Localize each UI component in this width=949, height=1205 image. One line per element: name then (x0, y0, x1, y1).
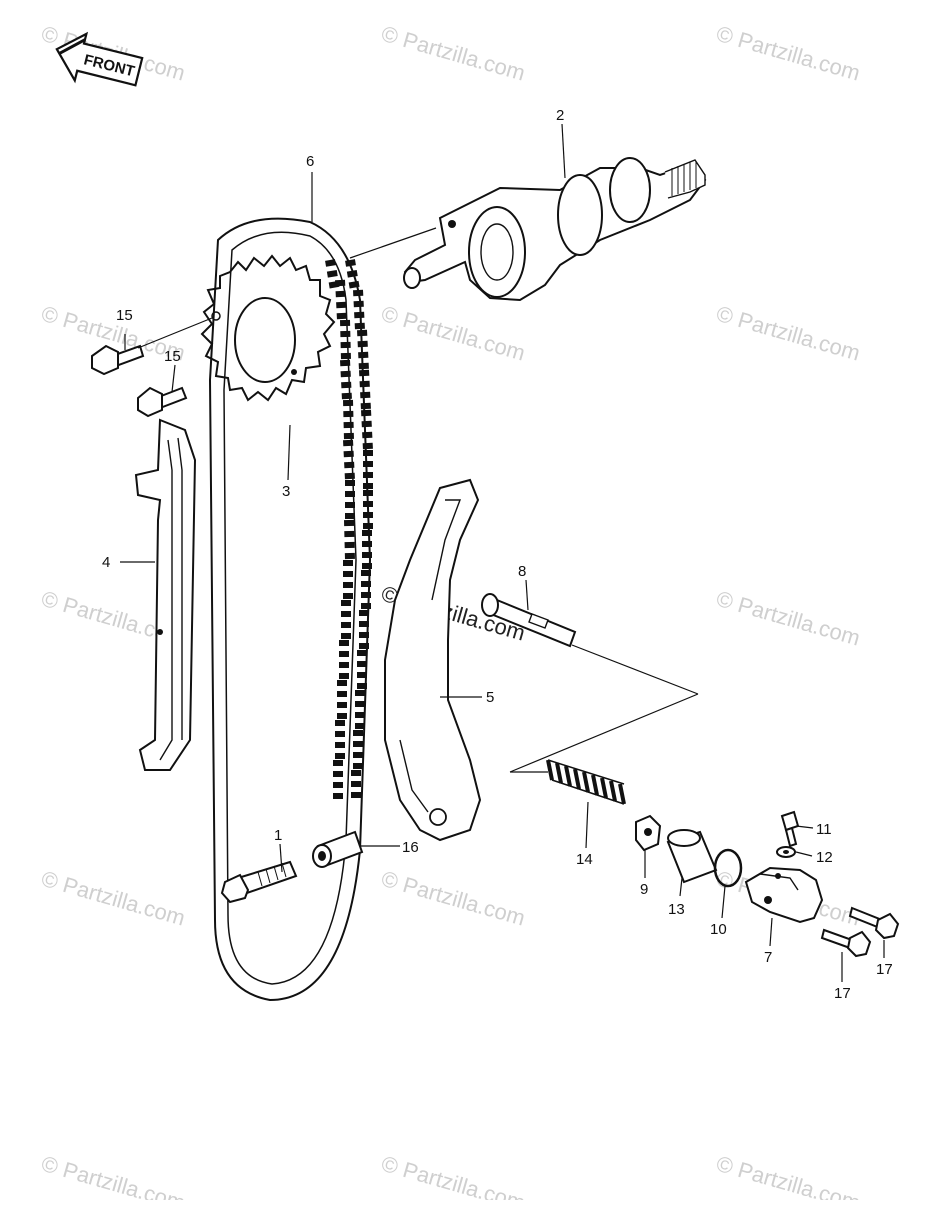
watermark: © Partzilla.com (379, 301, 528, 366)
bolt-part-15-lower (137, 386, 188, 418)
callout-2: 2 (556, 107, 564, 124)
watermark: © Partzilla.com (379, 1151, 528, 1200)
callout-15-upper: 15 (116, 307, 133, 324)
callout-1: 1 (274, 827, 282, 844)
spring-part-14 (546, 759, 626, 805)
callout-13: 13 (668, 901, 685, 918)
watermark: © Partzilla.com (379, 866, 528, 931)
bolt-part-17-upper (848, 906, 900, 940)
watermark: © Partzilla.com (379, 21, 528, 86)
chain-links (325, 259, 373, 800)
callout-7: 7 (764, 949, 772, 966)
bolt-part-11 (780, 810, 800, 848)
chain-guide-front (134, 418, 197, 771)
plunger-part-13 (666, 829, 718, 884)
callout-15-lower: 15 (164, 348, 181, 365)
front-arrow-shape (55, 31, 144, 87)
o-ring-part-10 (713, 848, 743, 888)
bolt-part-1 (220, 860, 298, 904)
callout-9: 9 (640, 881, 648, 898)
callout-12: 12 (816, 849, 833, 866)
watermark: © Partzilla.com (714, 1151, 863, 1200)
watermark: © Partzilla.com (714, 301, 863, 366)
callout-17-upper: 17 (876, 961, 893, 978)
watermark: © Partzilla.com (39, 866, 188, 931)
callout-4: 4 (102, 554, 110, 571)
callouts: 2 6 3 4 5 1 16 15 15 8 14 9 13 10 7 11 1… (102, 107, 893, 1002)
watermark: © Partzilla.com (714, 21, 863, 86)
callout-17-lower: 17 (834, 985, 851, 1002)
tensioner-body-part-7 (744, 866, 824, 924)
callout-5: 5 (486, 689, 494, 706)
callout-3: 3 (282, 483, 290, 500)
bolt-part-17-lower (820, 928, 872, 958)
nut-part-9 (635, 814, 662, 852)
callout-10: 10 (710, 921, 727, 938)
collar-part-16 (312, 830, 364, 868)
callout-8: 8 (518, 563, 526, 580)
washer-part-12 (776, 846, 796, 858)
callout-11: 11 (816, 821, 832, 838)
bolt-part-15-upper (91, 344, 145, 376)
cam-chain (208, 217, 373, 1002)
callout-14: 14 (576, 851, 593, 868)
callout-6: 6 (306, 153, 314, 170)
push-rod-part-8 (481, 593, 577, 648)
cam-sprocket (200, 254, 336, 402)
leader-lines (120, 123, 885, 982)
camshaft (403, 157, 707, 302)
watermark: © Partzilla.com (714, 586, 863, 651)
watermark: © Partzilla.com (39, 1151, 188, 1200)
callout-16: 16 (402, 839, 419, 856)
chain-tensioner-guide (384, 478, 482, 842)
